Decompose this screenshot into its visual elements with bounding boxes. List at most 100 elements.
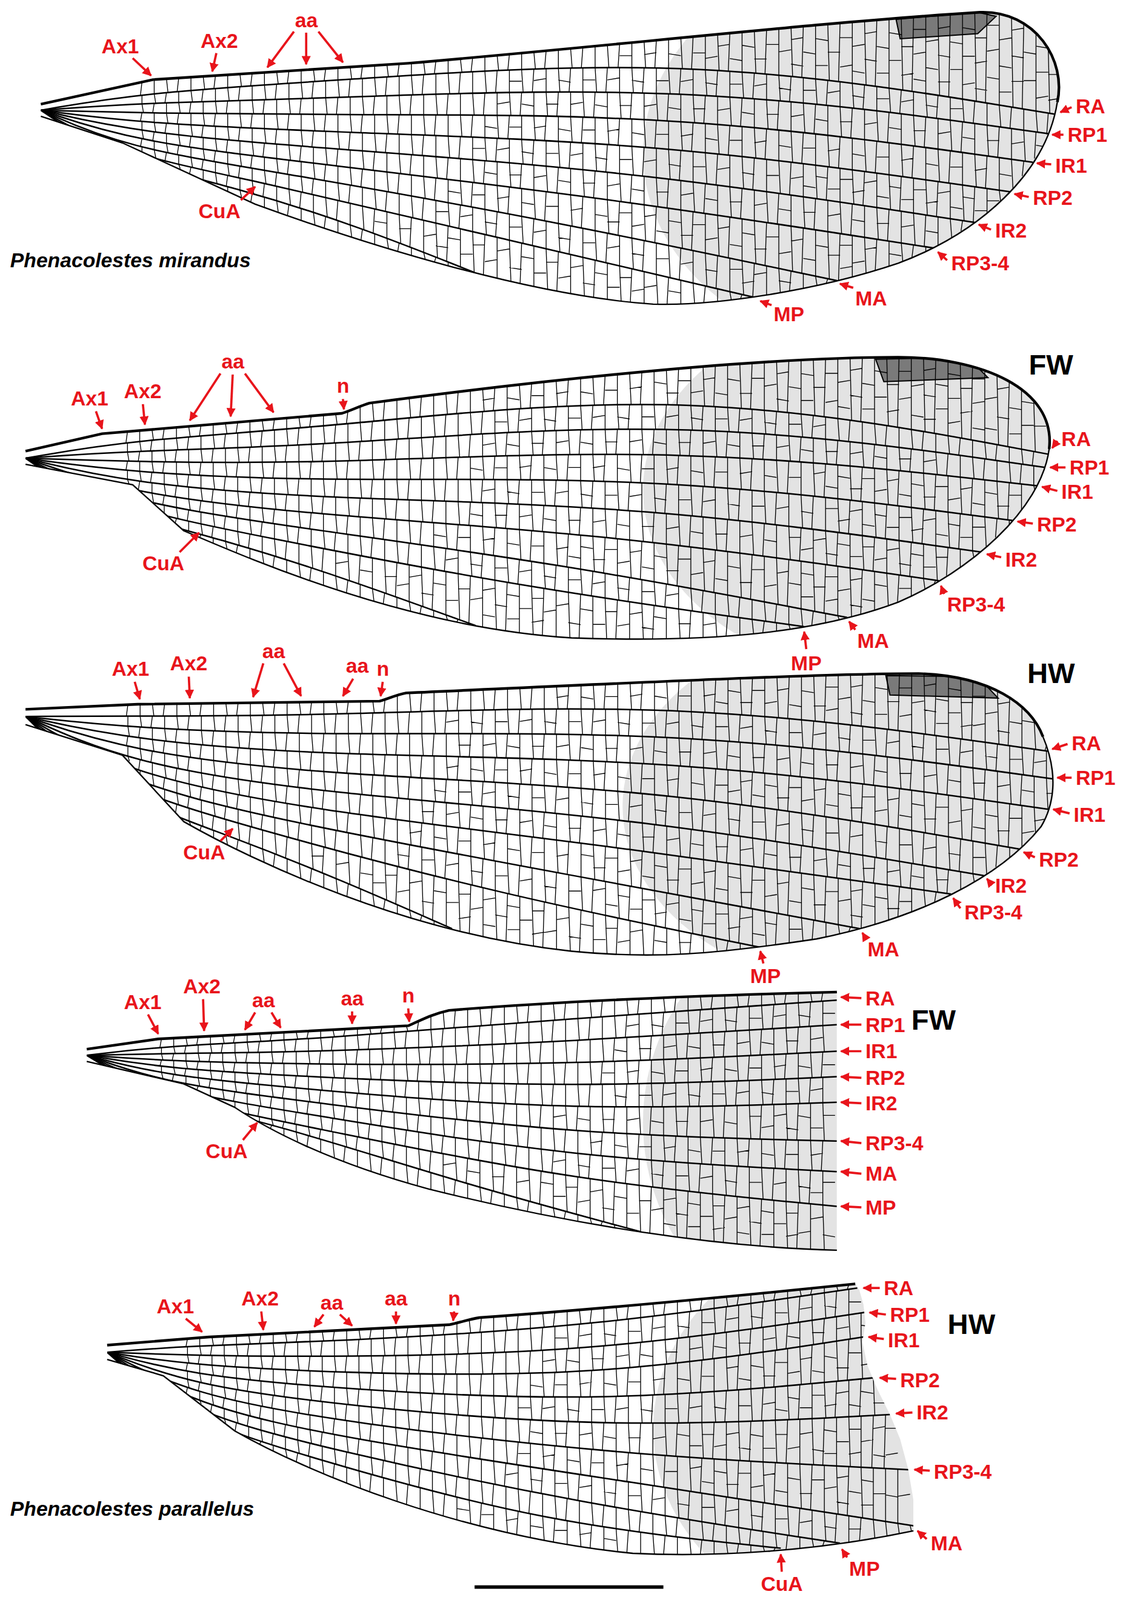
vein-label: CuA — [183, 840, 225, 865]
vein-label: RP3-4 — [950, 250, 1009, 276]
leader-arrow — [914, 1469, 930, 1471]
vein-label: aa — [384, 1286, 408, 1311]
leader-arrow — [203, 999, 205, 1031]
longitudinal-vein — [107, 1352, 891, 1424]
leader-arrow — [1052, 744, 1068, 750]
longitudinal-vein — [25, 716, 1050, 810]
longitudinal-vein — [86, 1024, 837, 1056]
leader-arrow — [760, 950, 764, 964]
longitudinal-vein — [40, 67, 1056, 115]
vein-label: MP — [865, 1195, 897, 1220]
longitudinal-vein — [86, 1055, 837, 1107]
leader-arrow — [267, 31, 294, 68]
leader-arrow — [343, 398, 345, 410]
vein-label: RA — [1061, 426, 1091, 451]
leader-arrow — [938, 252, 948, 260]
vein-label: Ax1 — [124, 989, 162, 1014]
vein-label: aa — [295, 7, 318, 33]
wing-label: HW — [1027, 656, 1076, 691]
vein-label: IR1 — [1055, 153, 1087, 178]
leader-arrow — [917, 1530, 927, 1539]
vein-label: RP1 — [889, 1302, 930, 1327]
longitudinal-vein — [25, 716, 984, 876]
leader-arrow — [841, 1050, 862, 1053]
wing-membrane — [107, 1224, 1140, 1600]
longitudinal-vein — [107, 1287, 858, 1353]
vein-label: MP — [773, 301, 805, 327]
leader-arrow — [350, 1011, 354, 1024]
costal-margin — [25, 673, 1044, 737]
leader-arrow — [1060, 107, 1073, 113]
wing-membrane — [25, 306, 1133, 674]
vein-label: n — [447, 1286, 461, 1311]
wing — [25, 622, 1133, 990]
vein-label: n — [376, 656, 390, 681]
leader-arrow — [240, 186, 256, 200]
leader-arrow — [760, 301, 773, 306]
vein-label: RP3-4 — [964, 900, 1022, 925]
leader-arrow — [1053, 809, 1070, 814]
scale-bar — [474, 1585, 664, 1590]
vein-label: RP2 — [1032, 185, 1073, 210]
leader-arrow — [261, 1311, 264, 1330]
vein-label: MP — [790, 650, 822, 676]
vein-label: IR2 — [865, 1090, 897, 1116]
vein-label: Ax2 — [183, 973, 221, 999]
leader-arrow — [841, 1141, 862, 1144]
leader-arrow — [849, 621, 856, 630]
longitudinal-vein — [107, 1352, 874, 1397]
vein-label: aa — [262, 638, 285, 664]
vein-label: RP1 — [1067, 122, 1108, 147]
longitudinal-vein — [25, 716, 453, 929]
wing — [86, 908, 1051, 1337]
leader-arrow — [841, 1206, 862, 1208]
leader-arrow — [244, 373, 274, 413]
longitudinal-vein — [40, 110, 475, 273]
vein-label: RP2 — [900, 1367, 940, 1393]
leader-arrow — [986, 878, 991, 884]
vein-label: IR1 — [1073, 802, 1106, 827]
vein-label: CuA — [205, 1138, 248, 1164]
vein-label: Ax2 — [169, 650, 208, 676]
leader-arrow — [841, 1171, 862, 1174]
costal-margin — [107, 1283, 856, 1345]
leader-arrow — [841, 1549, 847, 1557]
longitudinal-vein — [25, 458, 1013, 521]
leader-arrow — [408, 1008, 410, 1022]
leader-arrow — [869, 1312, 887, 1315]
vein-label: aa — [346, 653, 369, 678]
posterior-margin — [107, 1359, 914, 1555]
longitudinal-vein — [25, 716, 860, 929]
vein-label: MP — [750, 963, 782, 988]
leader-arrow — [230, 374, 233, 417]
vein-label: RA — [883, 1275, 914, 1300]
vein-label: n — [401, 983, 415, 1008]
leader-arrow — [318, 31, 343, 63]
leader-arrow — [343, 678, 354, 697]
species-name: Phenacolestes mirandus — [10, 247, 251, 273]
leader-arrow — [304, 32, 308, 65]
vein-label: MA — [865, 1161, 897, 1186]
vein-label: RP1 — [865, 1012, 906, 1037]
vein-label: Ax2 — [200, 28, 239, 53]
vein-label: RP1 — [1069, 455, 1110, 480]
leader-arrow — [395, 1311, 398, 1324]
vein-label: RP2 — [865, 1065, 906, 1090]
vein-label: IR2 — [995, 873, 1027, 898]
leader-arrow — [1052, 133, 1064, 136]
leader-arrow — [862, 932, 866, 938]
vein-label: RP3-4 — [933, 1459, 992, 1484]
costal-margin — [25, 356, 1050, 451]
vein-label: Ax2 — [241, 1286, 279, 1311]
vein-label: MA — [855, 286, 887, 311]
leader-arrow — [1023, 852, 1036, 857]
vein-label: Ax1 — [111, 656, 150, 681]
leader-arrow — [841, 1102, 862, 1104]
leader-arrow — [212, 53, 217, 72]
vein-label: RP3-4 — [865, 1130, 924, 1156]
wing — [40, 0, 1140, 357]
vein-label: IR1 — [887, 1327, 920, 1353]
